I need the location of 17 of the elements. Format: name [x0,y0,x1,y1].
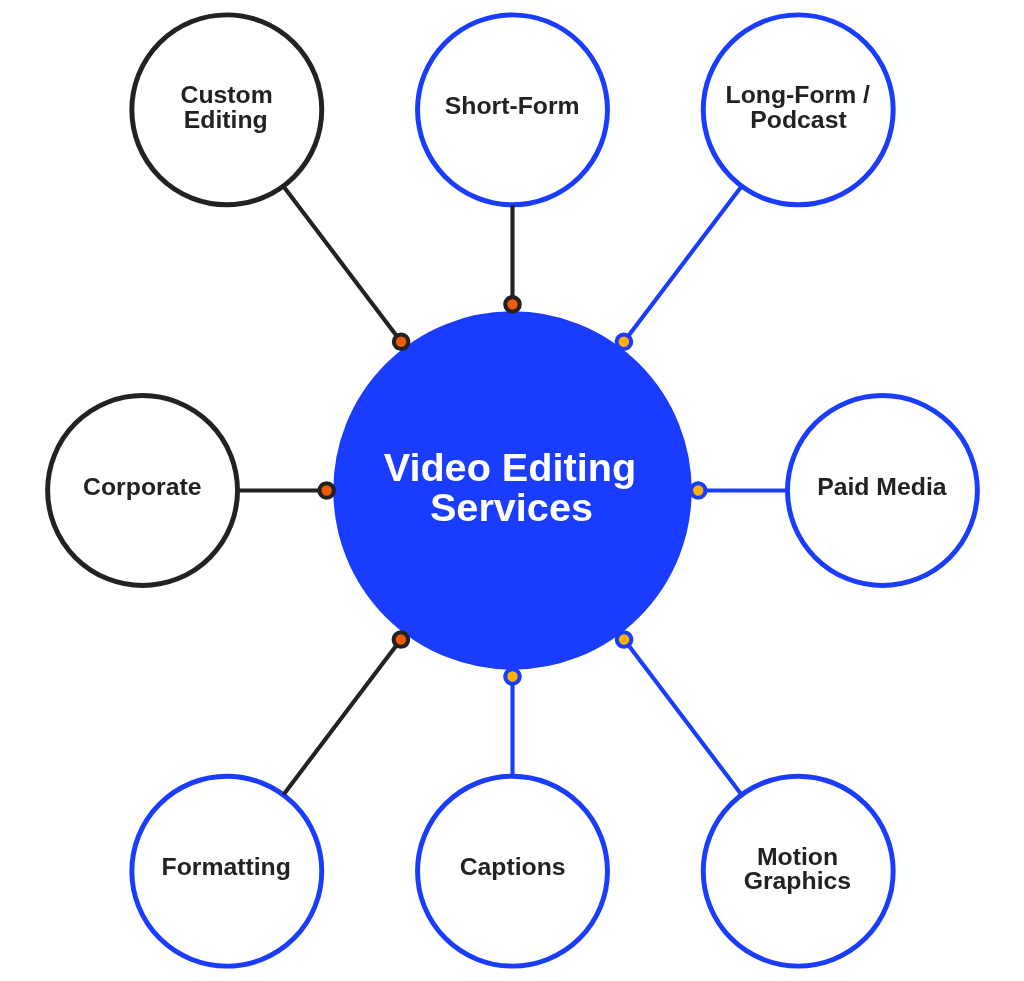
node-circle: Formatting [128,773,324,969]
node-circle: Long-Form / Podcast [700,12,896,208]
node-circle: Paid Media [784,393,980,588]
node-circle: Custom Editing [128,12,324,208]
connector [237,481,336,500]
connector [502,205,522,314]
node-circle: Captions [414,773,610,969]
connector [281,185,410,352]
connector [688,481,787,500]
connector [502,667,522,777]
node-circle: Motion Graphics [700,773,896,969]
node-circle: Short-Form [414,12,610,208]
connector [614,630,743,796]
connector [614,185,743,352]
node-circle: Corporate [44,393,240,588]
connector [281,630,410,796]
node-circle: Video Editing Services [332,311,692,670]
